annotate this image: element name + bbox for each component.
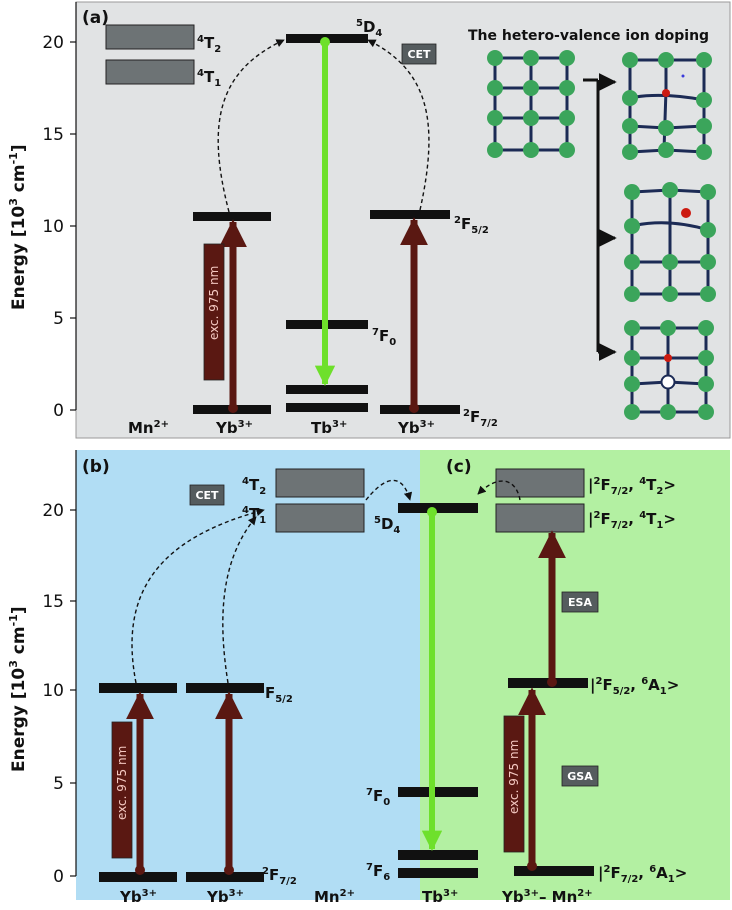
host-lattice <box>487 50 575 158</box>
panel-a-y-axis: 0 5 10 15 20 <box>42 2 77 421</box>
yb-2f72-level <box>99 872 177 882</box>
pair-state-box-4t2 <box>495 468 585 498</box>
tick-label: 10 <box>42 217 64 237</box>
yb-2f72-label: 2F7/2 <box>463 408 498 429</box>
tick-label: 15 <box>42 592 64 612</box>
cet-tag <box>189 484 225 506</box>
tb-7f6-level <box>286 403 368 412</box>
tb-5d4-level <box>398 503 478 513</box>
excitation-tag-label: exc. 975 nm <box>507 740 521 814</box>
esa-tag-label: ESA <box>568 596 592 609</box>
esa-tag <box>561 591 599 613</box>
yb-2f52-level-right <box>370 210 450 219</box>
doped-lattice-substitution <box>624 182 716 302</box>
cet-tag <box>401 43 437 65</box>
pair-state-label: |2F7/2, 6A1> <box>598 864 687 885</box>
tb-7f0-label: 7F0 <box>372 327 396 348</box>
species-label: Mn2+ <box>128 419 169 437</box>
cet-dashed-arrow-left <box>217 39 285 213</box>
y-axis-label: Energy [103 cm-1] <box>7 144 29 310</box>
mn-4t2-box <box>105 24 195 50</box>
cet-tag-label: CET <box>407 48 431 61</box>
doped-lattice-interstitial <box>622 52 712 160</box>
tb-5d4-label: 5D4 <box>356 18 382 39</box>
ground-dot <box>527 861 537 871</box>
doped-lattice-vacancy <box>624 320 714 420</box>
yb-2f72-level <box>186 872 264 882</box>
species-label: Mn2+ <box>314 888 355 906</box>
energy-transfer-dashed-arrow <box>477 480 521 501</box>
mn-4t1-box <box>105 59 195 85</box>
excitation-tag <box>111 721 133 859</box>
mn-4t2-label: 4T2 <box>197 34 221 55</box>
species-label: Tb3+ <box>311 419 347 437</box>
excitation-tag <box>203 243 225 381</box>
cet-dashed-arrow <box>131 507 265 684</box>
energy-transfer-dashed-arrow <box>365 479 413 501</box>
mn-4t1-box <box>275 503 365 533</box>
pair-state-label: |2F5/2, 6A1> <box>590 676 679 697</box>
tb-7f-level <box>398 850 478 860</box>
tb-excited-dot <box>427 507 437 517</box>
gsa-tag <box>561 765 599 787</box>
excitation-tag-label: exc. 975 nm <box>115 746 129 820</box>
species-label: Yb3+ <box>119 888 157 906</box>
mn-4t1-label: 4T1 <box>242 505 266 526</box>
mn-4t1-label: 4T1 <box>197 68 221 89</box>
species-label: Yb3+– Mn2+ <box>501 888 593 906</box>
tick-label: 10 <box>42 681 64 701</box>
panel-a-title: The hetero-valence ion doping <box>468 28 709 44</box>
pair-state-label: |2F7/2, 4T2> <box>588 476 676 497</box>
ground-dot <box>409 403 419 413</box>
pair-state-label: |2F7/2, 4T1> <box>588 510 676 531</box>
tick-label: 0 <box>53 401 64 421</box>
yb-2f52-level-left <box>193 212 271 221</box>
pair-state-box-4t1 <box>495 503 585 533</box>
tb-7f-level <box>286 385 368 394</box>
panel-a-tag: (a) <box>82 8 109 28</box>
ground-dot <box>228 403 238 413</box>
panel-b-y-axis: 0 5 10 15 20 <box>42 450 77 887</box>
tick-label: 20 <box>42 33 64 53</box>
mid-dot <box>547 677 557 687</box>
yb-2f52-level <box>99 683 177 693</box>
ground-dot <box>135 865 145 875</box>
panel-c-tag: (c) <box>446 457 472 477</box>
yb-2f72-level-right <box>380 405 460 414</box>
yb-2f72-label: 2F7/2 <box>262 866 297 887</box>
mn-4t2-label: 4T2 <box>242 476 266 497</box>
excitation-tag <box>503 715 525 853</box>
cet-tag-label: CET <box>195 489 219 502</box>
pair-state-level-ground <box>514 866 594 876</box>
tick-label: 0 <box>53 867 64 887</box>
tick-label: 15 <box>42 125 64 145</box>
panel-b-tag: (b) <box>82 457 110 477</box>
species-label: Yb3+ <box>206 888 244 906</box>
panel-c-green-strip <box>440 450 446 510</box>
ground-dot <box>224 865 234 875</box>
cet-dashed-arrow <box>222 516 257 684</box>
yb-2f52-label: 2F5/2 <box>454 215 489 236</box>
tb-7f0-level <box>398 787 478 797</box>
tick-label: 5 <box>53 774 64 794</box>
tb-7f6-level <box>398 868 478 878</box>
tick-label: 20 <box>42 501 64 521</box>
gsa-tag-label: GSA <box>567 770 593 783</box>
tb-7f0-label: 7F0 <box>366 787 390 808</box>
tb-excited-dot <box>320 37 330 47</box>
cet-dashed-arrow-right <box>367 39 430 211</box>
species-label: Yb3+ <box>215 419 253 437</box>
tick-label: 5 <box>53 309 64 329</box>
yb-2f52-level <box>186 683 264 693</box>
species-label: Tb3+ <box>422 888 458 906</box>
excitation-tag-label: exc. 975 nm <box>207 266 221 340</box>
yb-2f52-label: 2F5/2 <box>258 684 293 705</box>
tb-7f6-label: 7F6 <box>366 862 390 883</box>
species-label: Yb3+ <box>397 419 435 437</box>
y-axis-label: Energy [103 cm-1] <box>7 606 29 772</box>
tb-5d4-label: 5D4 <box>374 515 400 536</box>
mn-4t2-box <box>275 468 365 498</box>
branch-arrows <box>583 73 617 361</box>
